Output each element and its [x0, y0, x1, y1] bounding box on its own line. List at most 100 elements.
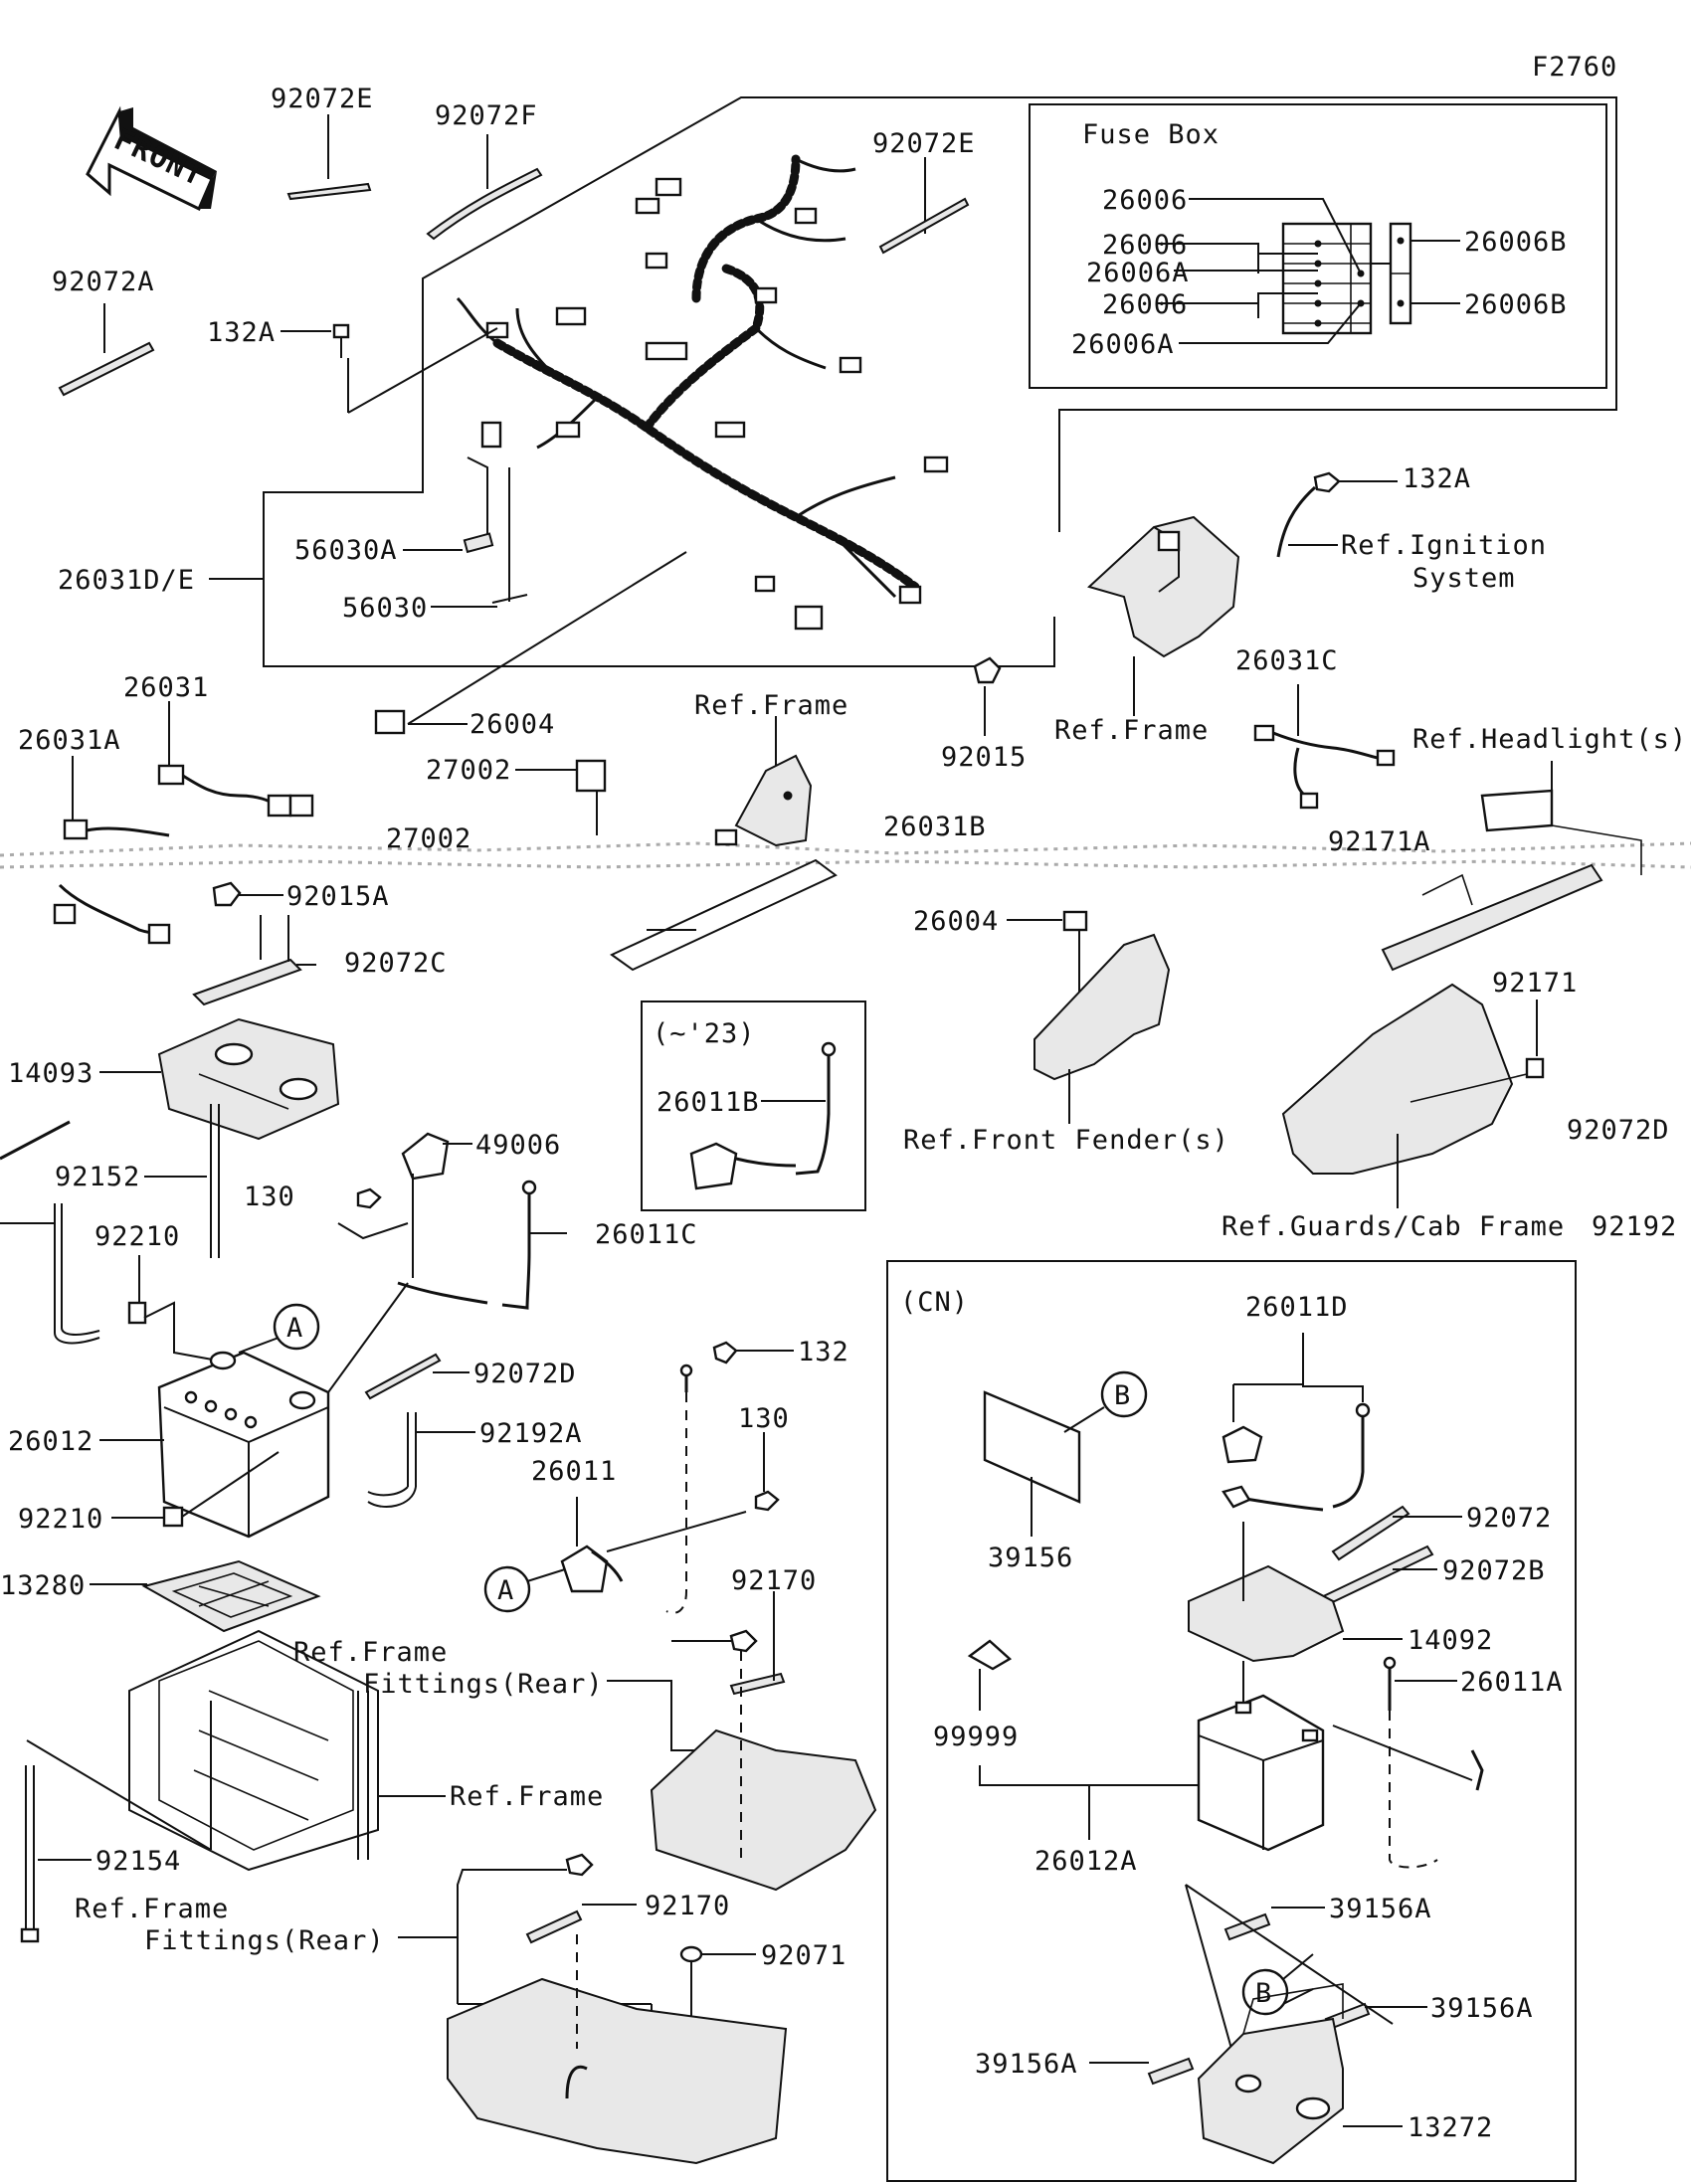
label-ref-guards-cab: Ref.Guards/Cab Frame [1221, 1211, 1565, 1242]
figure-code: F2760 [1532, 52, 1617, 83]
harness-connector [923, 455, 949, 473]
label-14092: 14092 [1408, 1625, 1493, 1656]
label-26004: 26004 [470, 709, 555, 740]
frame-member-center [610, 716, 838, 972]
leader-line [467, 456, 488, 542]
sub-harness-26031c [1253, 684, 1396, 810]
bolt-132a-right [1313, 471, 1398, 493]
label-99999: 99999 [933, 1722, 1019, 1752]
leader-line [347, 327, 498, 414]
harness-wire [456, 296, 498, 345]
label-92072f: 92072F [435, 100, 538, 131]
label-26006b: 26006B [1464, 289, 1568, 320]
harness-connector [555, 421, 581, 439]
label-26011: 26011 [531, 1456, 617, 1487]
harness-wire [834, 535, 897, 599]
callout-b-lower: B [1241, 1953, 1314, 2016]
harness-wire [755, 217, 846, 243]
label-ref-frame: Ref.Frame [450, 1781, 604, 1812]
harness-trunk [492, 338, 920, 592]
tag-99999 [967, 1639, 1013, 1671]
label-26012: 26012 [8, 1426, 94, 1457]
harness-connector [645, 252, 668, 270]
label-13280: 13280 [0, 1570, 86, 1601]
label-92210: 92210 [18, 1504, 103, 1535]
label-ref-headlights: Ref.Headlight(s) [1412, 724, 1687, 755]
label-26031de: 26031D/E [58, 565, 195, 596]
label-26011c: 26011C [595, 1219, 698, 1250]
label-92015a: 92015A [286, 881, 390, 912]
callout-a-upper: A [238, 1303, 320, 1354]
label-92072e: 92072E [872, 128, 976, 159]
label-ref-frame-fittings-rear: Fittings(Rear) [363, 1669, 604, 1700]
callout-a-lower: A [483, 1565, 566, 1613]
harness-connector [480, 421, 502, 449]
label-strip [491, 594, 528, 604]
label-26011b: 26011B [657, 1087, 760, 1118]
label-26012a: 26012A [1034, 1846, 1138, 1877]
harness-connector [645, 341, 688, 361]
hose-92192 [0, 1203, 100, 1345]
label-92071: 92071 [761, 1940, 846, 1971]
headlight-bracket [1480, 761, 1642, 875]
tie-strap [286, 114, 372, 201]
harness-connector [635, 197, 660, 215]
harness-connector [714, 421, 746, 439]
harness-wire [795, 157, 856, 173]
label-92072d: 92072D [1567, 1115, 1670, 1146]
label-14093: 14093 [8, 1058, 94, 1089]
label-26031: 26031 [123, 672, 209, 703]
label-92072e: 92072E [271, 84, 374, 114]
strap-92072c [192, 915, 316, 1006]
label-92210: 92210 [94, 1221, 180, 1252]
frame-bracket-right [1087, 515, 1240, 658]
label-26006: 26006 [1102, 289, 1188, 320]
harness-connector [839, 356, 862, 374]
leader-line [407, 551, 687, 725]
label-26006b: 26006B [1464, 227, 1568, 258]
harness-connector [655, 177, 682, 197]
strap-92072d [364, 1353, 470, 1400]
hose-92192a [367, 1412, 475, 1508]
label-26031b: 26031B [883, 812, 987, 842]
relay-27002 [515, 759, 607, 835]
bolt-130-lower [754, 1432, 780, 1512]
harness-branch-2 [691, 154, 801, 303]
label-92015: 92015 [941, 742, 1027, 773]
label-tag [463, 532, 494, 554]
label-cn: (CN) [900, 1287, 969, 1318]
label-26031c: 26031C [1235, 645, 1339, 676]
cn-box: B B [886, 1260, 1577, 2182]
bolt-92154 [20, 1765, 92, 1943]
label-92072: 92072 [1466, 1503, 1552, 1534]
tie-strap [426, 134, 543, 241]
clip-92171 [1525, 1057, 1545, 1079]
frame-member-right [1381, 863, 1603, 972]
bolt-130 [337, 1187, 409, 1240]
label-92192a: 92192A [479, 1418, 583, 1449]
cable-26011c [327, 1174, 567, 1393]
harness-connector [555, 306, 587, 326]
harness-wire [795, 475, 896, 519]
label-39156: 39156 [988, 1543, 1073, 1573]
label-39156a [1147, 2057, 1195, 2086]
label-39156a: 39156A [975, 2049, 1078, 2080]
label-132a: 132A [1403, 463, 1471, 494]
label-ref-frame: Ref.Frame [1054, 715, 1209, 746]
label-ref-ignition-system: System [1412, 563, 1516, 594]
pre-23-box [641, 1001, 866, 1211]
tear-line [0, 841, 1691, 857]
harness-connector [794, 605, 824, 631]
label-130: 130 [244, 1182, 295, 1212]
front-fender-connector [1007, 910, 1171, 1124]
harness-wire [515, 307, 559, 380]
harness-connector [898, 585, 922, 605]
fuse-box-title: Fuse Box [1082, 119, 1220, 150]
battery-frame [26, 1629, 446, 1872]
nut-92015 [973, 656, 1002, 684]
bracket-13272 [1197, 2017, 1344, 2165]
label-92170: 92170 [645, 1891, 730, 1921]
callout-a-lower-letter: A [497, 1575, 514, 1606]
rear-fitting-lower [398, 1853, 788, 2165]
